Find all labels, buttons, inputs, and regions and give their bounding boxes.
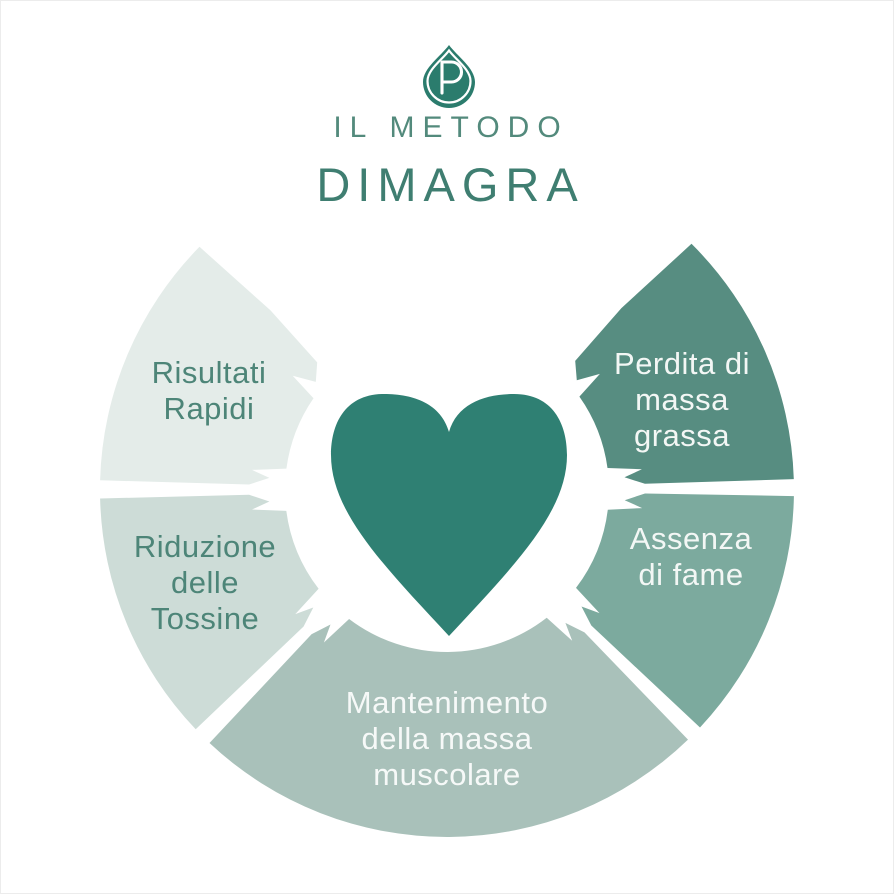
segment-label-assenza: Assenza di fame (629, 521, 753, 592)
segment-label-risultati: Risultati Rapidi (151, 355, 267, 426)
logo-drop-shape (423, 45, 475, 108)
segment-label-riduzione: Riduzione delle Tossine (133, 529, 277, 636)
segment-label-perdita: Perdita di massa grassa (614, 346, 750, 453)
page-title: DIMAGRA (316, 158, 585, 211)
logo-letter-p (440, 60, 464, 95)
segment-assenza (576, 493, 794, 728)
drop-leaf-logo-icon (423, 45, 475, 108)
ring-segments (100, 243, 794, 837)
segment-perdita (575, 243, 794, 484)
segment-risultati (100, 246, 318, 485)
segment-mantenimento (209, 617, 688, 837)
heart-icon (331, 394, 567, 636)
segment-riduzione (100, 494, 319, 730)
segment-label-mantenimento: Mantenimento della massa muscolare (345, 685, 549, 792)
logo-keyline (426, 48, 472, 104)
method-kicker: IL METODO (333, 111, 569, 144)
